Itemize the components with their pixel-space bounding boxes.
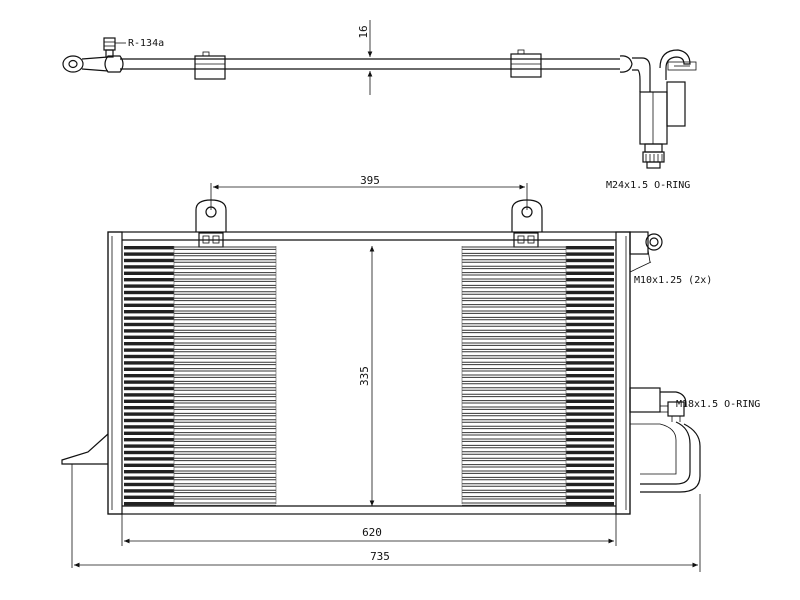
inlet-pipe <box>629 387 701 493</box>
pipe-offset-value: 16 <box>357 25 370 38</box>
outlet-fitting <box>642 143 665 169</box>
pipe-assembly <box>62 20 697 169</box>
condenser-core <box>107 231 631 515</box>
inlet-fitting-label-line1: M18x1.5 O-RING <box>676 399 760 410</box>
mount-spacing-value: 395 <box>360 174 380 187</box>
core-height-value: 335 <box>358 366 371 386</box>
service-port <box>103 37 126 58</box>
pipe-clamp-1 <box>194 51 226 80</box>
mount-spacing-dimension <box>210 183 528 210</box>
pipe-clamp-2 <box>510 49 542 78</box>
core-width-dimension <box>121 514 617 546</box>
left-bracket <box>61 433 109 568</box>
core-fins <box>124 246 614 506</box>
overall-width-value: 735 <box>370 550 390 563</box>
refrigerant-label: R-134a <box>128 38 164 49</box>
overall-width-dimension <box>74 494 701 572</box>
mount-bolt-fitting <box>629 231 663 273</box>
outlet-fitting-label: M24x1.5 O-RING <box>606 180 690 191</box>
mount-bolts-label: M10x1.25 (2x) <box>634 275 712 286</box>
core-width-value: 620 <box>362 526 382 539</box>
pipe-offset-dimension <box>360 20 380 95</box>
